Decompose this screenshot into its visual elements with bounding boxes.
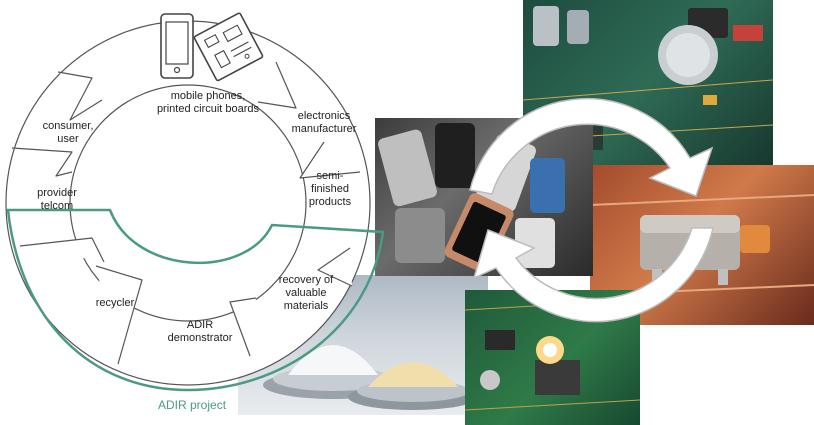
adir-project-label: ADIR project: [158, 398, 227, 412]
divider-recovery-semi: [317, 247, 353, 287]
segment-label-provider-telcom: provider telcom: [37, 187, 77, 212]
segment-label-recycler: recycler: [95, 297, 135, 309]
photo-recovered-powders: [238, 275, 488, 415]
mobile-phone-icon: [160, 13, 194, 79]
divider-manuf-top: [257, 61, 297, 109]
divider-provider-recycler: [19, 237, 105, 263]
circuit-board-icon: [193, 12, 264, 82]
divider-semi-manuf: [299, 141, 361, 179]
segment-label-adir-demonstrator: ADIR demonstrator: [167, 319, 233, 344]
divider-recycler-demo: [95, 265, 143, 365]
segment-label-recovery-of-valuable-materials: recovery of valuable materials: [278, 274, 334, 312]
segment-label-electronics-manufacturer: electronics manufacturer: [291, 110, 357, 135]
segment-label-consumer-user: consumer, user: [42, 120, 94, 145]
divider-consumer-provider: [11, 147, 73, 177]
segment-label-mobile-phones: mobile phones, printed circuit boards: [156, 90, 260, 115]
inner-ring: [69, 84, 307, 322]
divider-demo-recovery: [229, 297, 257, 357]
adir-project-band: [6, 208, 385, 392]
lifecycle-cycle-diagram: [5, 12, 385, 392]
segment-label-semi-finished-products: semi- finished products: [308, 170, 352, 208]
photo-discarded-phones: [375, 118, 593, 276]
divider-consumer-top: [57, 71, 103, 121]
